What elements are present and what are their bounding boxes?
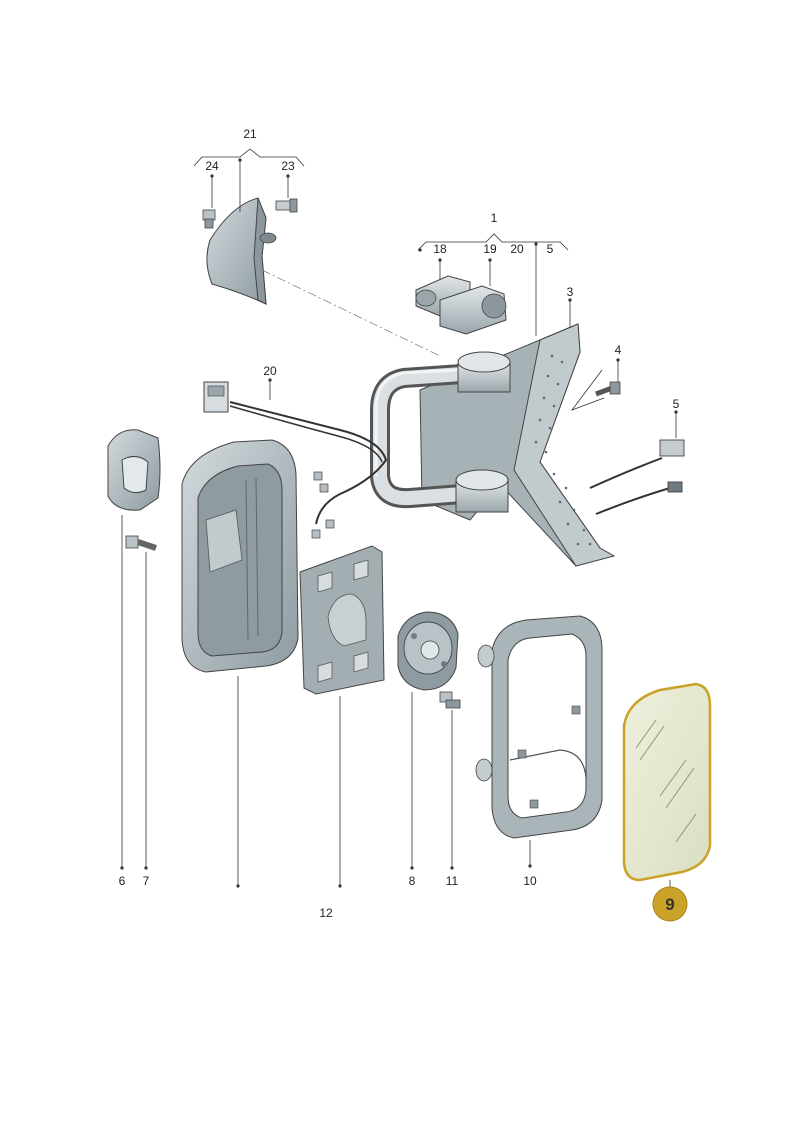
callout-8: 8 bbox=[409, 874, 416, 888]
callout-24: 24 bbox=[205, 159, 219, 173]
callout-20: 20 bbox=[263, 364, 277, 378]
callout-11: 11 bbox=[446, 874, 459, 888]
cover-part-6 bbox=[107, 429, 161, 511]
callout-23: 23 bbox=[281, 159, 295, 173]
motor-part-8 bbox=[397, 611, 459, 691]
badge-9-label: 9 bbox=[665, 895, 674, 914]
screw-part-24 bbox=[202, 209, 216, 229]
callout-5-top: 5 bbox=[547, 242, 554, 256]
highlight-badge-9[interactable]: 9 bbox=[652, 886, 688, 922]
screw-part-11 bbox=[439, 691, 461, 709]
callout-10: 10 bbox=[523, 874, 537, 888]
alignment-line bbox=[261, 269, 441, 357]
mirror-glass-part-9 bbox=[622, 682, 712, 882]
callout-20-top: 20 bbox=[510, 242, 524, 256]
callout-19: 19 bbox=[483, 242, 497, 256]
leader-lines bbox=[121, 148, 677, 888]
cover-cap-part-21 bbox=[206, 197, 277, 305]
callout-7: 7 bbox=[143, 874, 150, 888]
leader-arrowheads bbox=[120, 158, 678, 888]
clip-part-19 bbox=[439, 285, 507, 335]
callout-5: 5 bbox=[673, 397, 680, 411]
cable-part-5 bbox=[589, 439, 685, 515]
backing-plate bbox=[299, 545, 385, 695]
mirror-arm-tube bbox=[370, 364, 472, 509]
callout-18: 18 bbox=[433, 242, 447, 256]
plate-texture bbox=[534, 354, 592, 546]
callout-4: 4 bbox=[615, 343, 622, 357]
screw-part-23 bbox=[275, 198, 298, 213]
callout-21: 21 bbox=[243, 127, 257, 141]
wiring-harness-part-20 bbox=[203, 381, 388, 539]
callout-6: 6 bbox=[119, 874, 126, 888]
bolt-part-7 bbox=[125, 535, 157, 551]
screw-part-4 bbox=[595, 381, 621, 397]
mounting-plate-part-3 bbox=[419, 323, 616, 567]
callout-3: 3 bbox=[567, 285, 574, 299]
mirror-housing-part-12 bbox=[181, 439, 299, 673]
arm-hinge-top bbox=[457, 351, 511, 393]
callout-12: 12 bbox=[319, 906, 333, 920]
mirror-frame-part-10 bbox=[475, 615, 603, 839]
arm-hinge-bottom bbox=[455, 469, 509, 513]
callout-1: 1 bbox=[491, 211, 498, 225]
